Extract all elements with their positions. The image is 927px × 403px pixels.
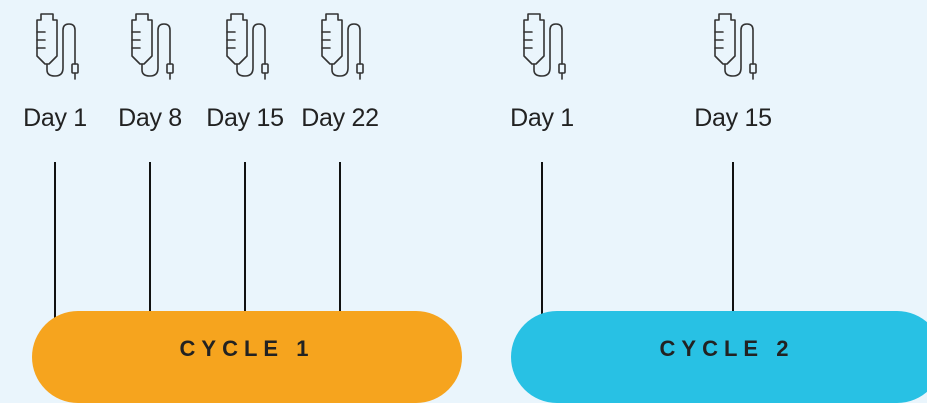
timeline-tick [339, 162, 341, 312]
cycle-1-bar: CYCLE 1 [32, 311, 462, 403]
iv-drip-bag-icon [321, 13, 364, 80]
cycle1-day22-marker: Day 22 [285, 0, 395, 320]
iv-drip-bag-icon [226, 13, 269, 80]
iv-drip-bag-icon [131, 13, 174, 80]
cycle-2-label: CYCLE 2 [659, 336, 795, 361]
day-label: Day 1 [23, 104, 87, 132]
cycle2-day1-marker: Day 1 [487, 0, 597, 320]
day-label: Day 15 [694, 104, 772, 132]
timeline-tick [541, 162, 543, 320]
day-label: Day 1 [510, 104, 574, 132]
iv-drip-bag-icon [523, 13, 566, 80]
timeline-tick [244, 162, 246, 312]
day-label: Day 15 [206, 104, 284, 132]
iv-drip-bag-icon [714, 13, 757, 80]
cycle2-day15-marker: Day 15 [678, 0, 788, 320]
timeline-tick [54, 162, 56, 322]
timeline-tick [732, 162, 734, 320]
iv-drip-bag-icon [36, 13, 79, 80]
cycle1-day15-marker: Day 15 [190, 0, 300, 320]
day-label: Day 8 [118, 104, 182, 132]
cycle-2-bar: CYCLE 2 [511, 311, 927, 403]
cycle1-day8-marker: Day 8 [95, 0, 205, 320]
timeline-tick [149, 162, 151, 312]
day-label: Day 22 [301, 104, 379, 132]
cycle-1-label: CYCLE 1 [179, 336, 315, 361]
cycle1-day1-marker: Day 1 [0, 0, 110, 322]
